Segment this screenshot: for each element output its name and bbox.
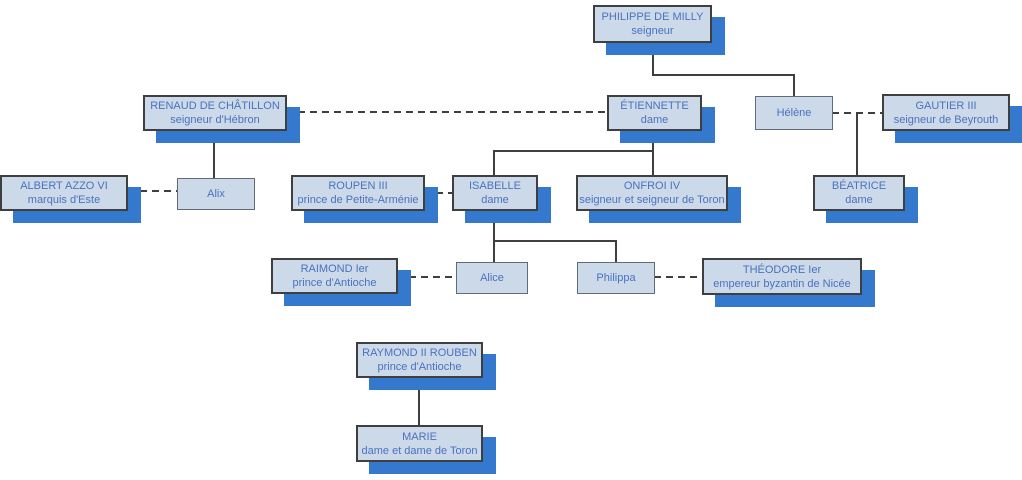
node-subtitle: prince de Petite-Arménie — [297, 194, 419, 206]
connector-drop-philippa — [615, 240, 617, 263]
node-title: RAYMOND II ROUBEN — [362, 347, 477, 359]
node-subtitle: prince d'Antioche — [377, 361, 462, 373]
node-title: BÉATRICE — [831, 180, 887, 192]
node-renaud-de-chatillon[interactable]: RENAUD DE CHÂTILLON seigneur d'Hébron — [143, 95, 287, 131]
node-subtitle: seigneur et seigneur de Toron — [579, 194, 725, 206]
node-roupen-iii[interactable]: ROUPEN III prince de Petite-Arménie — [291, 175, 425, 211]
node-marie[interactable]: MARIE dame et dame de Toron — [356, 425, 483, 462]
node-title: Hélène — [776, 107, 812, 119]
node-philippe-de-milly[interactable]: PHILIPPE DE MILLY seigneur — [593, 5, 712, 43]
connector-marriage-philippa-theodore — [654, 276, 703, 278]
node-theodore-ier[interactable]: THÉODORE Ier empereur byzantin de Nicée — [702, 258, 862, 295]
connector-etiennette-children-rail — [493, 150, 654, 152]
connector-drop-isabelle — [493, 150, 495, 176]
node-philippa[interactable]: Philippa — [577, 262, 655, 294]
node-title: Alice — [480, 272, 504, 284]
node-raymond-ii-rouben[interactable]: RAYMOND II ROUBEN prince d'Antioche — [356, 342, 483, 378]
connector-philippe-descent — [652, 42, 654, 75]
connector-isabelle-descent — [493, 210, 495, 263]
node-title: PHILIPPE DE MILLY — [601, 11, 704, 23]
connector-raymond2-marie — [418, 377, 420, 426]
connector-marriage-roupen-isabelle — [424, 192, 453, 194]
connector-isabelle-children-rail — [493, 240, 617, 242]
node-beatrice[interactable]: BÉATRICE dame — [813, 175, 905, 211]
connector-drop-beatrice — [856, 113, 858, 176]
node-title: ALBERT AZZO VI — [20, 180, 108, 192]
node-isabelle[interactable]: ISABELLE dame — [452, 175, 538, 211]
node-title: Alix — [207, 188, 225, 200]
connector-etiennette-descent — [652, 130, 654, 176]
node-subtitle: seigneur — [631, 25, 674, 37]
node-subtitle: dame — [481, 194, 509, 206]
node-etiennette[interactable]: ÉTIENNETTE dame — [607, 95, 702, 131]
connector-drop-helene — [793, 74, 795, 97]
node-title: RAIMOND Ier — [300, 263, 369, 275]
node-title: THÉODORE Ier — [742, 263, 822, 276]
node-subtitle: dame — [845, 194, 873, 206]
node-title: Philippa — [596, 272, 636, 284]
node-title: ROUPEN III — [328, 180, 388, 192]
connector-marriage-renaud-etiennette — [286, 111, 607, 113]
node-raimond-ier[interactable]: RAIMOND Ier prince d'Antioche — [271, 258, 398, 294]
node-subtitle: seigneur de Beyrouth — [893, 113, 999, 126]
node-subtitle: seigneur d'Hébron — [170, 114, 260, 126]
node-subtitle: dame et dame de Toron — [361, 444, 478, 457]
node-onfroi-iv[interactable]: ONFROI IV seigneur et seigneur de Toron — [576, 175, 728, 211]
node-gautier-iii[interactable]: GAUTIER III seigneur de Beyrouth — [882, 94, 1010, 131]
node-helene[interactable]: Hélène — [755, 96, 833, 130]
node-title: ISABELLE — [469, 180, 521, 192]
node-subtitle: marquis d'Este — [27, 194, 101, 206]
node-title: GAUTIER III — [915, 99, 977, 112]
node-alice[interactable]: Alice — [456, 262, 528, 294]
connector-philippe-children-rail — [652, 74, 795, 76]
node-title: ONFROI IV — [623, 180, 681, 192]
node-subtitle: empereur byzantin de Nicée — [713, 277, 851, 290]
connector-renaud-alix — [213, 130, 215, 179]
node-subtitle: dame — [640, 114, 669, 126]
connector-marriage-albert-alix — [128, 190, 178, 192]
node-subtitle: prince d'Antioche — [292, 277, 377, 289]
connector-marriage-raimond-alice — [397, 276, 457, 278]
node-title: MARIE — [402, 430, 437, 443]
node-title: ÉTIENNETTE — [620, 100, 689, 112]
node-albert-azzo-vi[interactable]: ALBERT AZZO VI marquis d'Este — [0, 175, 128, 211]
node-alix[interactable]: Alix — [177, 178, 255, 210]
node-title: RENAUD DE CHÂTILLON — [150, 100, 280, 112]
